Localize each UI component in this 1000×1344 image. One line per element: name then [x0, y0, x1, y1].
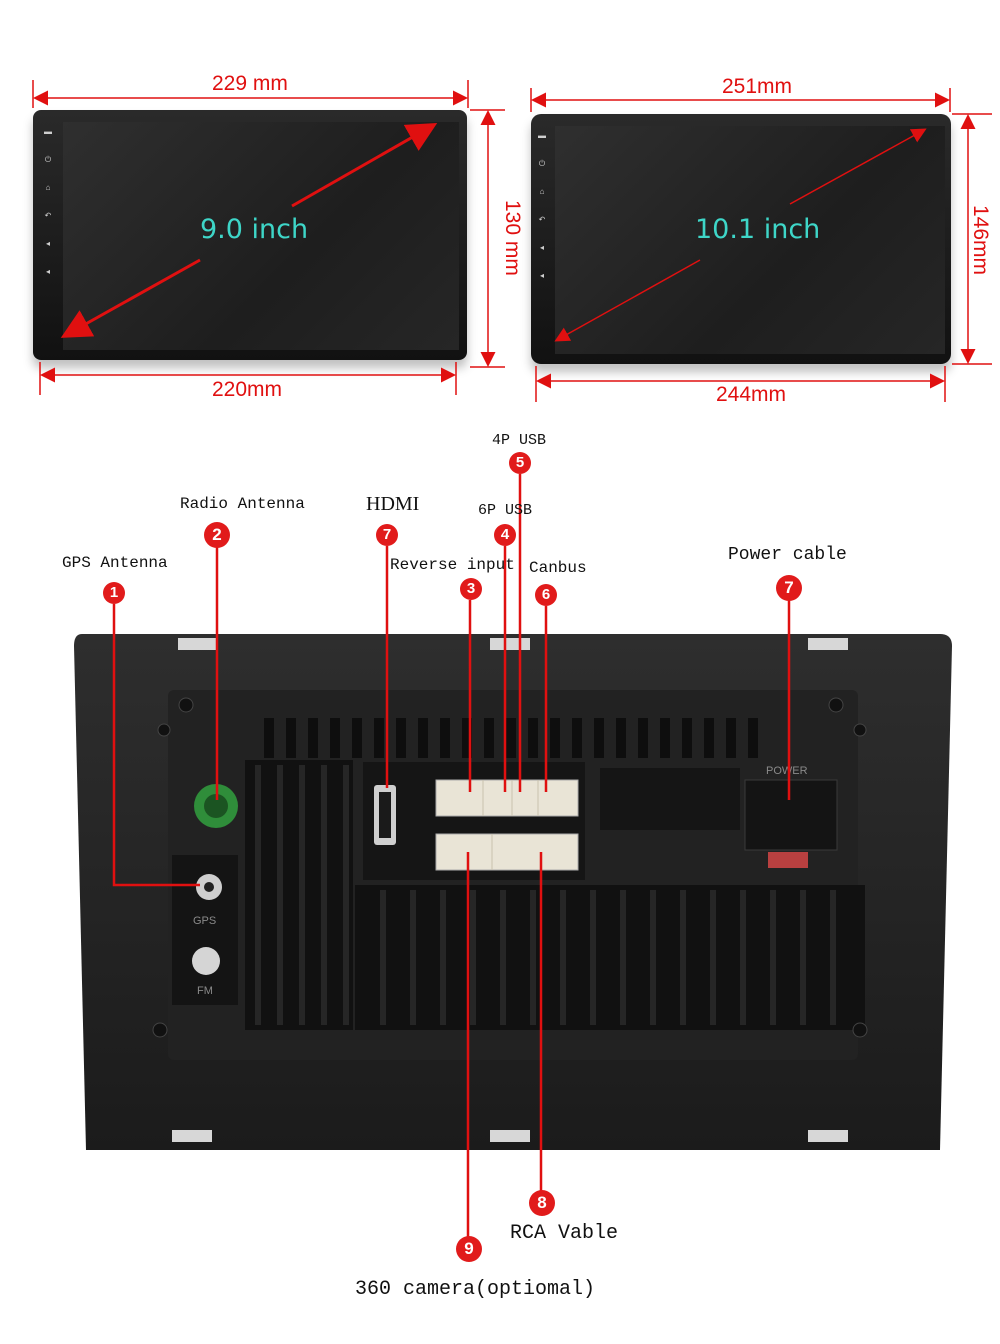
dimension-lines — [32, 80, 992, 402]
badge-5: 5 — [509, 452, 531, 474]
fm-mark: FM — [197, 985, 213, 997]
badge-1: 1 — [103, 582, 125, 604]
badge-8: 8 — [529, 1190, 555, 1216]
badge-7-power: 7 — [776, 575, 802, 601]
label-360-camera: 360 camera(optiomal) — [355, 1278, 596, 1301]
rear-panel — [74, 634, 952, 1150]
gps-mark: GPS — [193, 915, 217, 927]
dim-small-top: 229 mm — [212, 72, 288, 95]
label-radio-antenna: Radio Antenna — [180, 495, 305, 513]
head-unit-9-inch: ▬⏻⌂↶◂◂ — [33, 110, 467, 360]
badge-7-hdmi: 7 — [376, 524, 398, 546]
screen-size-label-10: 10.1 inch — [695, 214, 821, 245]
screen-size-label-9: 9.0 inch — [200, 214, 309, 245]
side-button-icons: ▬⏻⌂↶◂◂ — [44, 127, 52, 276]
head-unit-10-inch: ▬⏻⌂↶◂◂ — [531, 114, 951, 364]
dim-small-side: 130 mm — [501, 200, 524, 276]
side-button-icons-2: ▬⏻⌂↶◂◂ — [538, 131, 546, 280]
dim-large-side: 146mm — [969, 205, 992, 276]
label-hdmi: HDMI — [366, 493, 420, 515]
dim-large-top: 251mm — [722, 75, 793, 98]
label-reverse-input: Reverse input — [390, 556, 515, 574]
badge-2: 2 — [204, 522, 230, 548]
badge-3: 3 — [460, 578, 482, 600]
label-6p-usb: 6P USB — [478, 502, 533, 519]
leader-lines — [112, 474, 791, 1238]
power-mark: POWER — [766, 765, 808, 777]
dim-large-bottom: 244mm — [716, 383, 787, 406]
badge-9: 9 — [456, 1236, 482, 1262]
label-4p-usb: 4P USB — [492, 432, 547, 449]
screen-9-inch — [63, 122, 459, 350]
dim-small-bottom: 220mm — [212, 378, 283, 401]
badge-6: 6 — [535, 584, 557, 606]
label-canbus: Canbus — [529, 559, 587, 577]
screen-10-inch — [555, 126, 945, 354]
label-gps-antenna: GPS Antenna — [62, 554, 168, 572]
label-power-cable: Power cable — [728, 545, 847, 565]
badge-4: 4 — [494, 524, 516, 546]
label-rca-vable: RCA Vable — [510, 1222, 619, 1245]
